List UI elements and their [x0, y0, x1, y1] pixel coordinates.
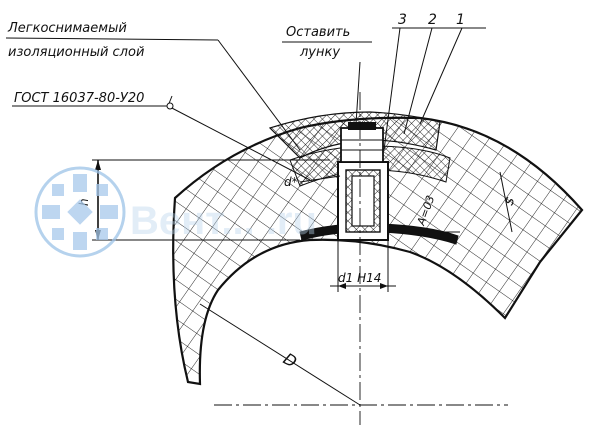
- callout-3: 3: [398, 12, 407, 28]
- watermark-logo-icon: [34, 166, 126, 258]
- part-callouts: 3 2 1: [383, 12, 486, 151]
- dim-D-label: D: [280, 349, 300, 372]
- callout-2: 2: [428, 12, 437, 28]
- leave-pit-callout: Оставить лунку: [282, 25, 372, 125]
- dim-d1-label: d1 H14: [338, 271, 381, 285]
- fitting-boss: [337, 122, 389, 241]
- gost-label: ГОСТ 16037-80-У20: [14, 91, 144, 106]
- dim-h-label: h: [77, 198, 91, 206]
- plug-cap: [348, 122, 376, 130]
- radius-D-leader: [199, 303, 361, 406]
- insulation-callout: Легкоснимаемый изоляционный слой: [5, 21, 301, 151]
- plug: [340, 127, 384, 163]
- watermark-text: Вент... .ru: [130, 199, 317, 243]
- gost-callout: ГОСТ 16037-80-У20: [12, 91, 311, 181]
- dim-d1: d1 H14: [330, 240, 396, 292]
- insulation-label-line1: Легкоснимаемый: [7, 21, 127, 36]
- dim-d-star-label: d*: [284, 175, 298, 189]
- leave-label-line2: лунку: [299, 45, 340, 60]
- insulation-label-line2: изоляционный слой: [8, 45, 144, 60]
- callout-1: 1: [456, 12, 465, 28]
- boss-core: [351, 175, 375, 227]
- leave-label-line1: Оставить: [286, 25, 350, 40]
